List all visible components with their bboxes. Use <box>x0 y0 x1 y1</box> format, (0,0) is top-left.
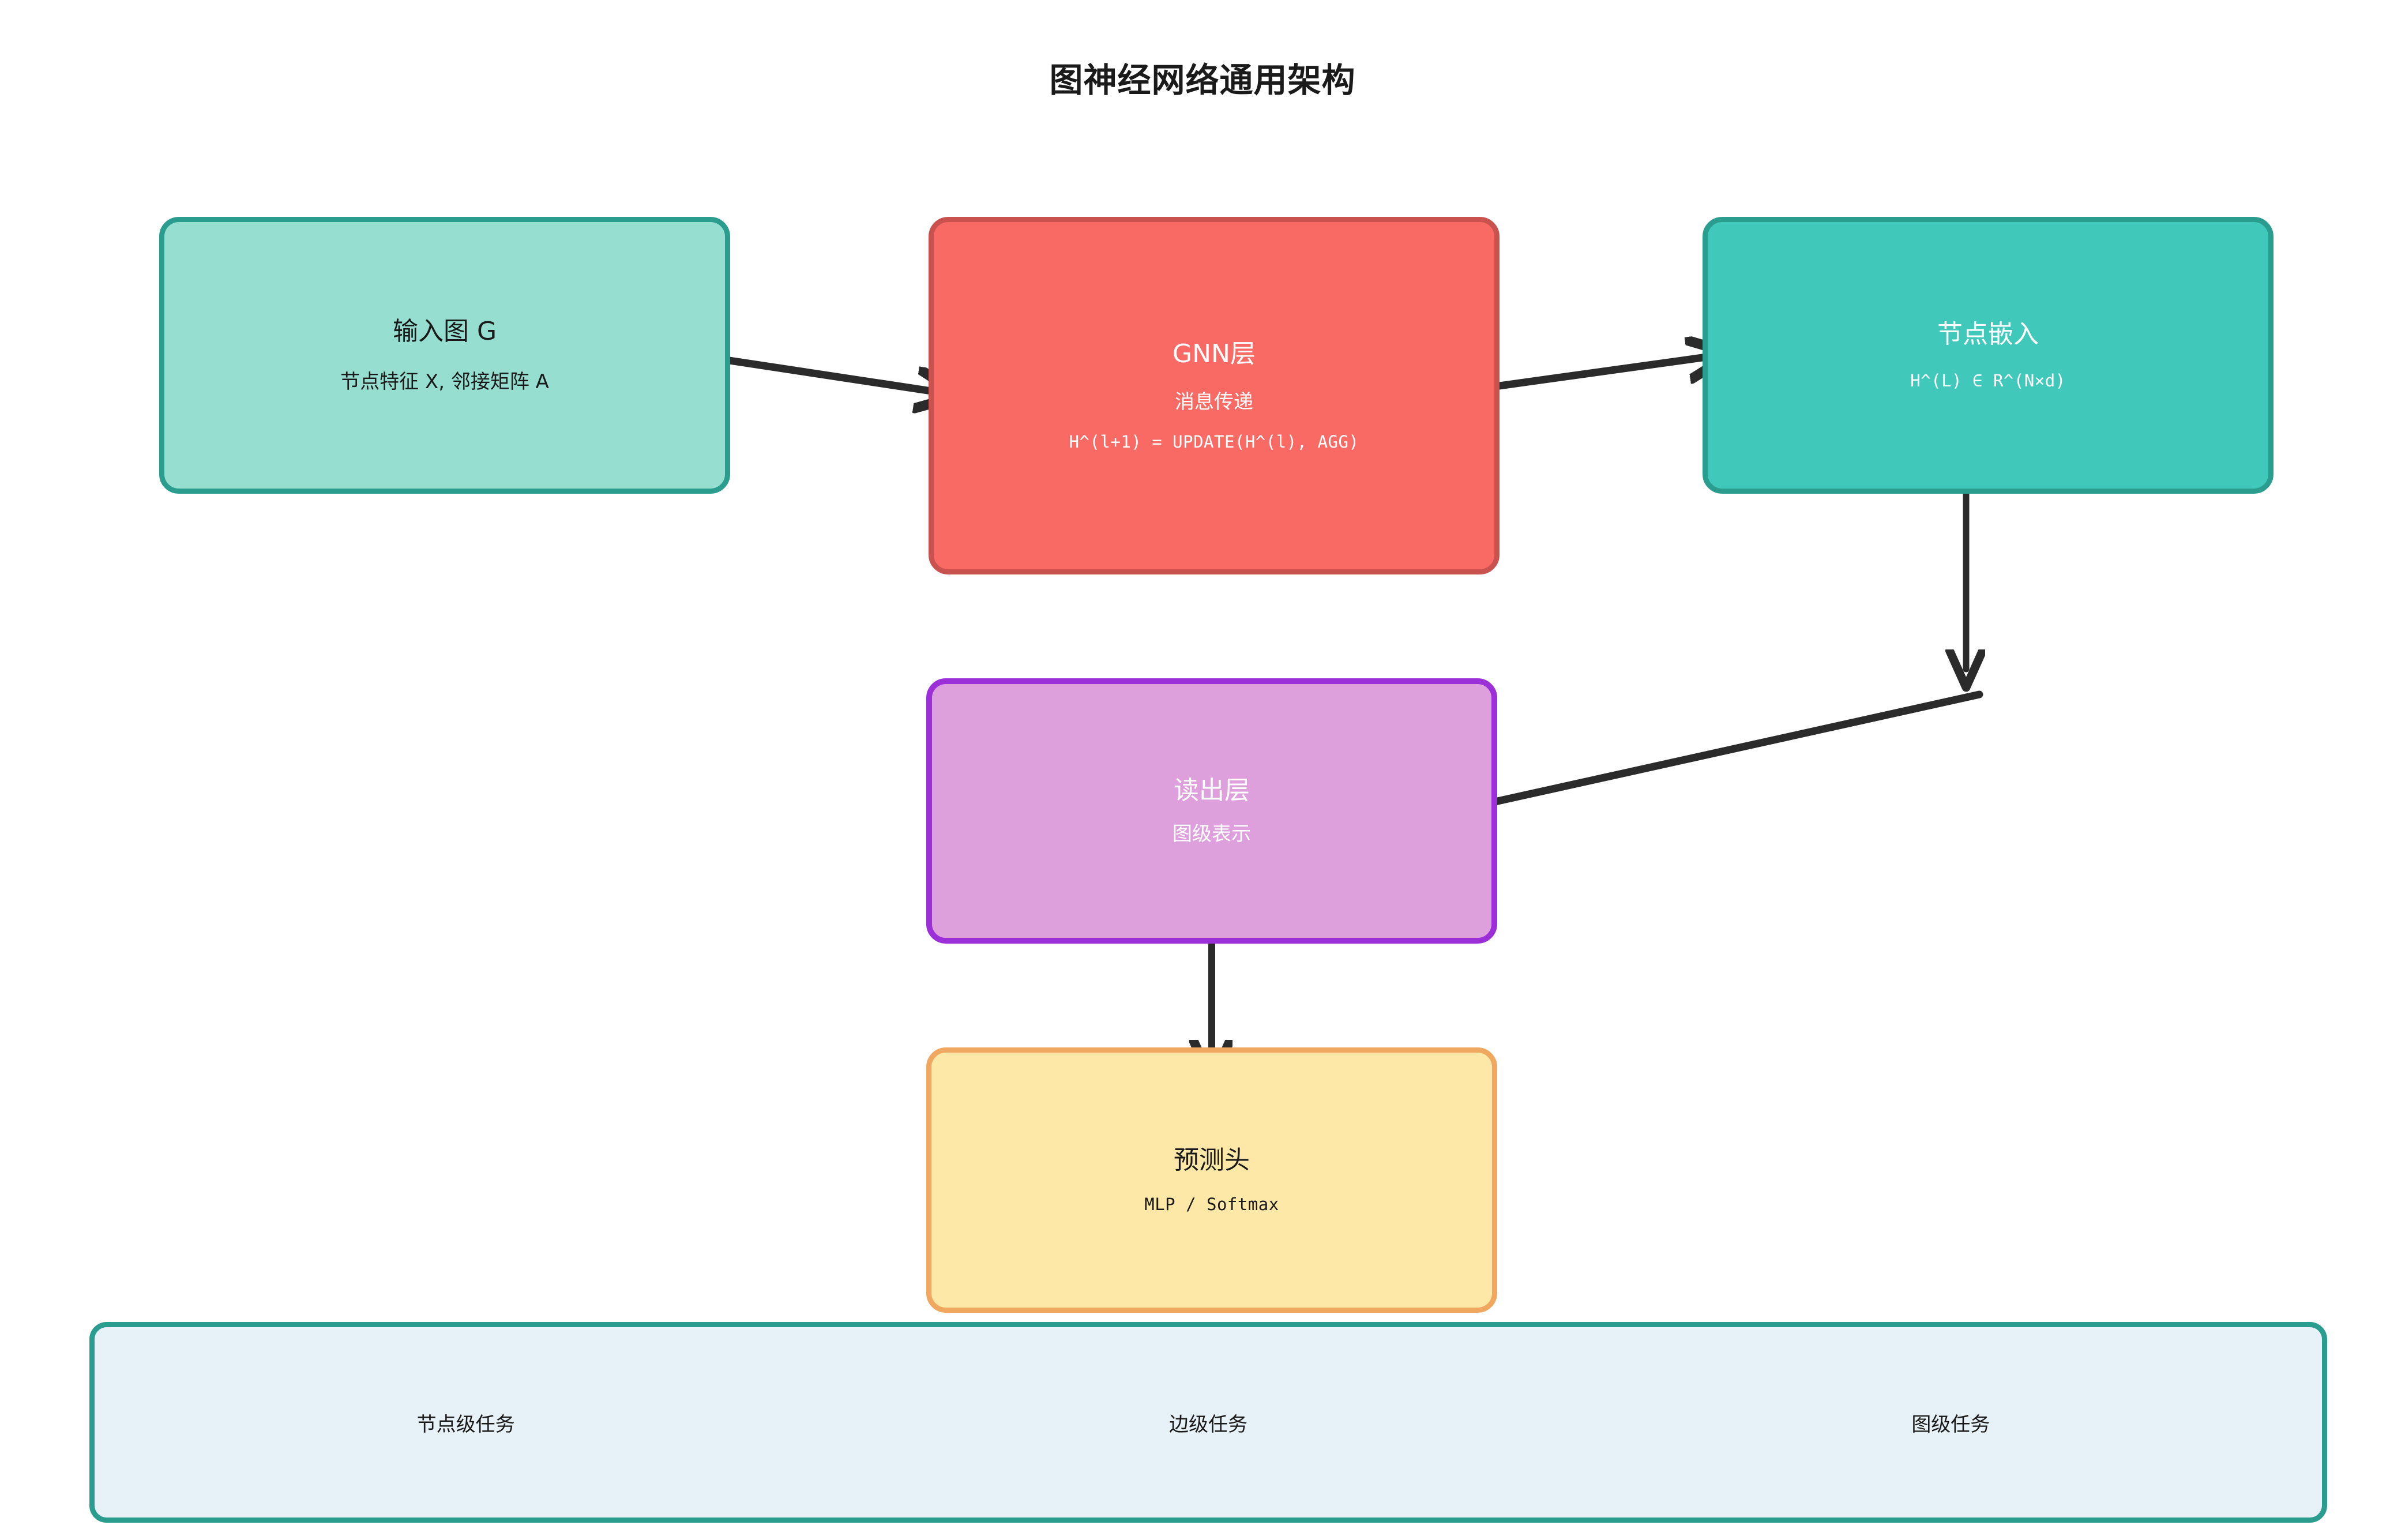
node-prediction-head-label: 预测头 <box>1174 1145 1250 1175</box>
page-title: 图神经网络通用架构 <box>1049 61 1356 100</box>
node-readout-layer-sublabel: 图级表示 <box>1173 822 1251 846</box>
node-node-embedding-formula: H^(L) ∈ R^(N×d) <box>1910 371 2066 390</box>
arrow-input-to-gnn <box>695 352 939 392</box>
node-readout-layer-label: 读出层 <box>1174 776 1250 806</box>
node-gnn-layer-sublabel: 消息传递 <box>1175 390 1253 414</box>
node-prediction-head-formula: MLP / Softmax <box>1144 1195 1279 1214</box>
node-readout-layer[interactable]: 读出层 图级表示 <box>926 678 1497 944</box>
node-prediction-head[interactable]: 预测头 MLP / Softmax <box>926 1047 1497 1313</box>
node-gnn-layer-formula: H^(l+1) = UPDATE(H^(l), AGG) <box>1069 432 1359 452</box>
node-input-graph-label: 输入图 G <box>392 317 497 347</box>
task-label-edge-level: 边级任务 <box>1168 1413 1247 1436</box>
node-input-graph-sublabel: 节点特征 X, 邻接矩阵 A <box>340 370 549 393</box>
node-gnn-layer[interactable]: GNN层 消息传递 H^(l+1) = UPDATE(H^(l), AGG) <box>929 217 1500 574</box>
node-node-embedding[interactable]: 节点嵌入 H^(L) ∈ R^(N×d) <box>1703 217 2274 494</box>
task-bar: 节点级任务 边级任务 图级任务 <box>89 1322 2327 1523</box>
node-gnn-layer-label: GNN层 <box>1173 339 1256 369</box>
task-label-graph-level: 图级任务 <box>1911 1413 1990 1436</box>
node-input-graph[interactable]: 输入图 G 节点特征 X, 邻接矩阵 A <box>159 217 730 494</box>
task-label-node-level: 节点级任务 <box>416 1413 515 1436</box>
arrow-embedding-to-readout <box>1453 690 1983 811</box>
node-node-embedding-label: 节点嵌入 <box>1937 320 2039 350</box>
